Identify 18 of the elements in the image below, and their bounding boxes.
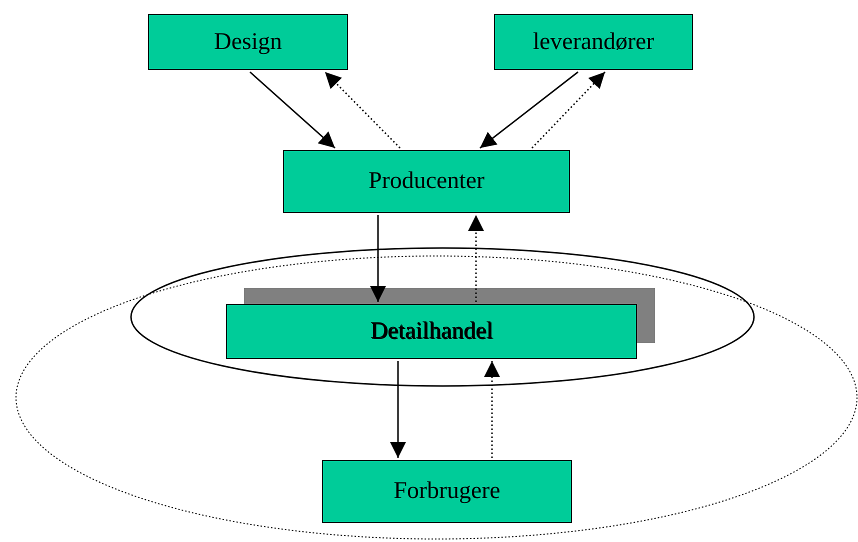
node-label: Design bbox=[214, 28, 282, 56]
arrow bbox=[468, 215, 484, 302]
arrow bbox=[324, 71, 401, 149]
arrow bbox=[250, 71, 336, 149]
process-box bbox=[148, 14, 348, 70]
arrow bbox=[480, 71, 578, 149]
process-box bbox=[494, 14, 693, 70]
process-box bbox=[283, 150, 570, 213]
node-label: leverandører bbox=[532, 28, 654, 56]
arrow bbox=[531, 71, 606, 149]
node-label: Producenter bbox=[368, 168, 484, 195]
arrow bbox=[484, 361, 500, 458]
node-label: Forbrugere bbox=[394, 478, 500, 505]
process-box bbox=[322, 460, 572, 523]
arrow bbox=[370, 215, 386, 302]
node-label: Detailhandel bbox=[370, 318, 493, 345]
ellipse-boundary bbox=[130, 247, 755, 387]
arrow bbox=[390, 361, 406, 458]
